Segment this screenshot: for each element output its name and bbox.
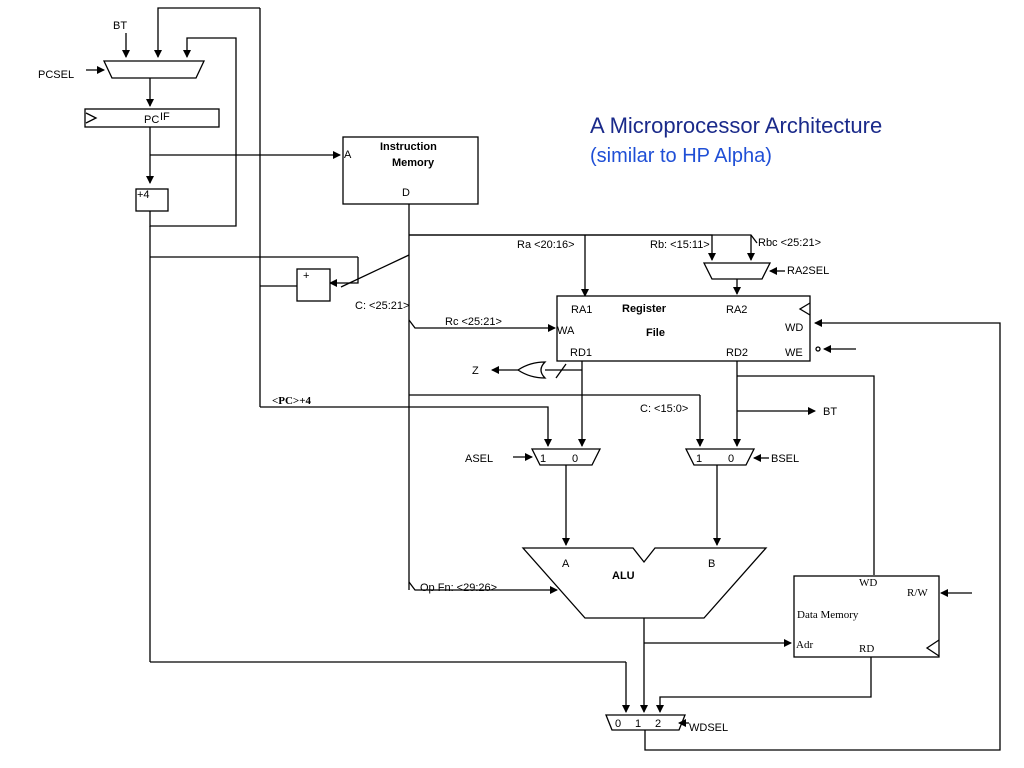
rc-field: Rc <25:21> xyxy=(445,316,502,328)
rf-wa: WA xyxy=(557,325,575,337)
bsel-in1: 1 xyxy=(696,453,702,465)
imem-title1: Instruction xyxy=(380,141,437,153)
wdsel-in0: 0 xyxy=(615,718,621,730)
alu-label: ALU xyxy=(612,570,635,582)
alu-b-port: B xyxy=(708,558,715,570)
rf-ra2: RA2 xyxy=(726,304,747,316)
wdsel-mux xyxy=(605,714,686,731)
register-file-section: Register File RA1 RA2 WA WD RD1 RD2 WE Z… xyxy=(472,295,1001,751)
pcsel-label: PCSEL xyxy=(38,69,74,81)
z-label: Z xyxy=(472,365,479,377)
wdsel-in2: 2 xyxy=(655,718,661,730)
data-memory-section: Data Memory WD R/W Adr RD xyxy=(656,575,972,713)
alu xyxy=(521,547,768,619)
rf-wd: WD xyxy=(785,322,803,334)
c-branch-field: C: <25:21> xyxy=(355,300,409,312)
imem-title2: Memory xyxy=(392,157,435,169)
asel-label: ASEL xyxy=(465,453,493,465)
plus4-adder xyxy=(135,188,169,212)
rf-we: WE xyxy=(785,347,803,359)
ra2sel-label: RA2SEL xyxy=(787,265,829,277)
bt-out-label: BT xyxy=(823,406,837,418)
if-label: IF xyxy=(160,111,170,123)
instruction-memory-section: Instruction Memory A D Ra <20:16> Rb: <1… xyxy=(340,136,821,594)
pc-section: BT PCSEL PC IF +4 + <PC>+4 xyxy=(38,7,630,713)
pc-label: PC xyxy=(144,114,159,126)
zero-detect-gate xyxy=(516,361,547,379)
rf-title2: File xyxy=(646,327,665,339)
plus4-label: +4 xyxy=(137,189,150,201)
pc-mux xyxy=(102,60,206,79)
wdsel-label: WDSEL xyxy=(689,722,728,734)
c-imm-field: C: <15:0> xyxy=(640,403,688,415)
operand-muxes: 1 0 ASEL 1 0 BSEL xyxy=(465,448,799,546)
pc-plus4-label: <PC>+4 xyxy=(272,395,311,407)
asel-in1: 1 xyxy=(540,453,546,465)
rb-field: Rb: <15:11> xyxy=(650,239,710,251)
imem-data-port: D xyxy=(402,187,410,199)
bsel-mux xyxy=(684,448,756,466)
wdsel-in1: 1 xyxy=(635,718,641,730)
bsel-in0: 0 xyxy=(728,453,734,465)
register-file xyxy=(556,295,811,362)
asel-in0: 0 xyxy=(572,453,578,465)
dmem-wd: WD xyxy=(859,577,877,589)
rf-title1: Register xyxy=(622,303,667,315)
imem-addr-port: A xyxy=(344,149,352,161)
ra-field: Ra <20:16> xyxy=(517,239,575,251)
wdsel-section: 0 1 2 WDSEL xyxy=(605,714,728,734)
alu-section: ALU A B xyxy=(521,547,792,713)
opfn-field: Op Fn: <29:26> xyxy=(420,582,497,594)
branch-adder xyxy=(296,268,331,302)
data-memory xyxy=(793,575,940,658)
rf-ra1: RA1 xyxy=(571,304,592,316)
dmem-title: Data Memory xyxy=(797,609,859,621)
rf-rd1: RD1 xyxy=(570,347,592,359)
diagram-subtitle: (similar to HP Alpha) xyxy=(590,145,772,167)
instruction-memory xyxy=(342,136,479,205)
rbc-field: Rbc <25:21> xyxy=(758,237,821,249)
alu-a-port: A xyxy=(562,558,570,570)
rf-rd2: RD2 xyxy=(726,347,748,359)
dmem-rw: R/W xyxy=(907,587,928,599)
bt-label: BT xyxy=(113,20,127,32)
ra2-mux xyxy=(702,262,772,280)
dmem-adr: Adr xyxy=(796,639,813,651)
diagram-title: A Microprocessor Architecture xyxy=(590,113,882,138)
branch-adder-label: + xyxy=(303,270,309,282)
pc-register xyxy=(84,108,220,128)
dmem-rd: RD xyxy=(859,643,874,655)
asel-mux xyxy=(530,448,602,466)
ra2sel-section: RA2SEL xyxy=(702,262,829,295)
bsel-label: BSEL xyxy=(771,453,799,465)
